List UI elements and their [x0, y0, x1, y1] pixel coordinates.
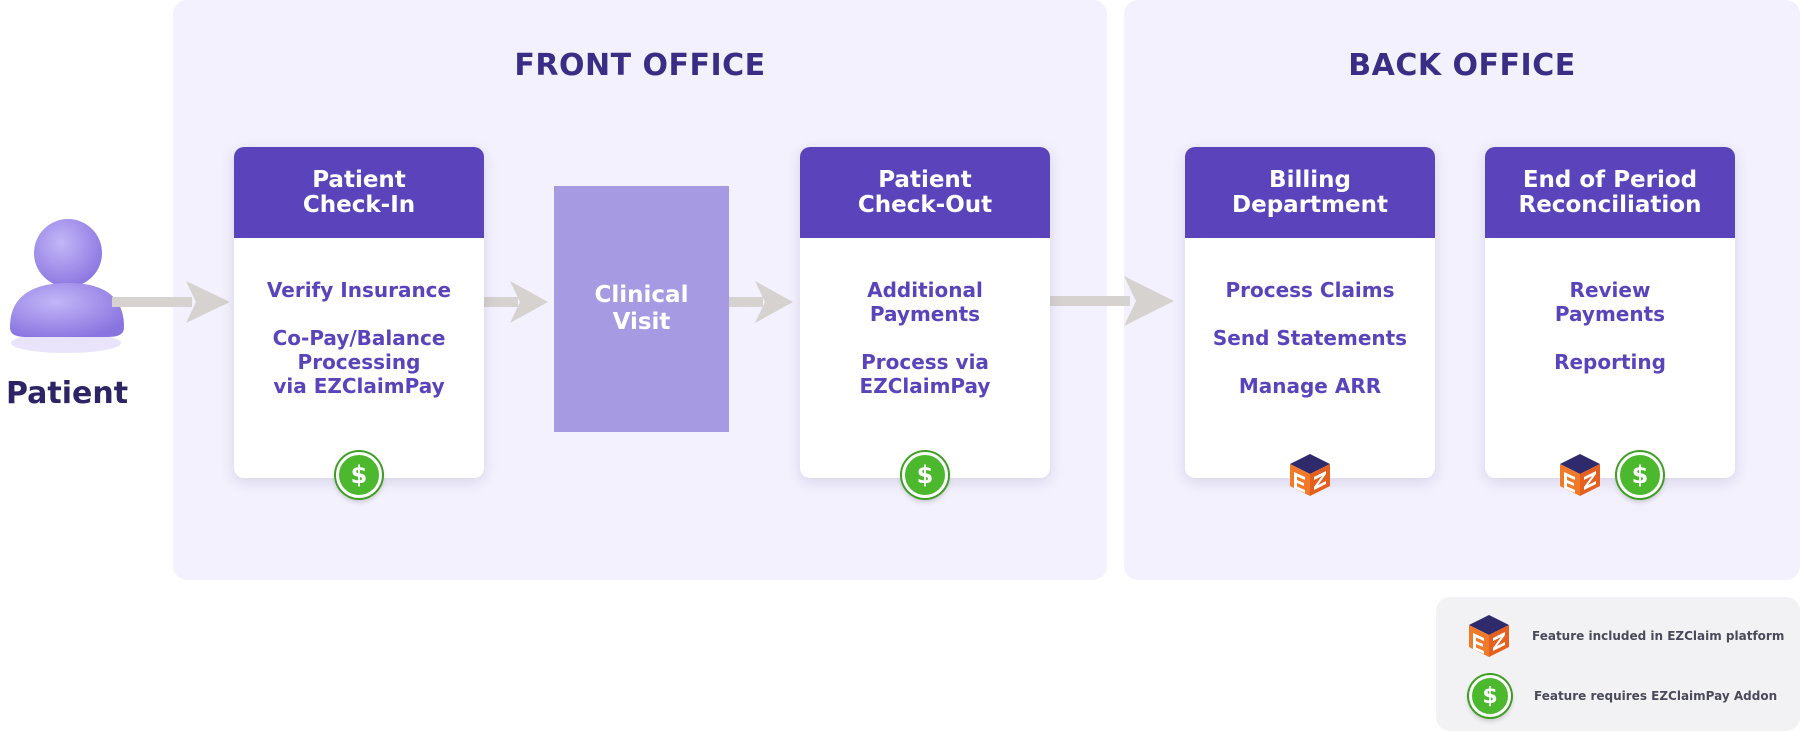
legend-ez-text: Feature included in EZClaim platform — [1532, 629, 1785, 643]
patient-label: Patient — [5, 376, 129, 411]
clinical-visit-box: Clinical Visit — [554, 186, 729, 432]
card-header: Patient Check-In — [234, 147, 484, 238]
card-item-reporting: Reporting — [1554, 350, 1666, 374]
card-header: Patient Check-Out — [800, 147, 1050, 238]
card-item-process-claims: Process Claims — [1225, 278, 1395, 302]
card-item-additional-payments: Additional Payments — [867, 278, 983, 326]
card-item-copay-processing: Co-Pay/Balance Processing via EZClaimPay — [272, 326, 446, 398]
legend-row-ez: Feature included in EZClaim platform — [1466, 613, 1784, 659]
arrow-right-icon — [1050, 276, 1174, 326]
arrow-right-icon — [484, 281, 548, 323]
patient-avatar-icon — [10, 219, 124, 353]
ez-logo-icon — [1469, 615, 1509, 657]
legend: Feature included in EZClaim platform $ F… — [1436, 597, 1800, 731]
back-office-title: BACK OFFICE — [1348, 48, 1576, 83]
dollar-icon: $ — [1617, 452, 1663, 498]
card-item-verify-insurance: Verify Insurance — [266, 278, 452, 302]
card-header: Billing Department — [1185, 147, 1435, 238]
front-office-title: FRONT OFFICE — [514, 48, 766, 83]
patient-checkin-card: Patient Check-In Verify Insurance Co-Pay… — [234, 147, 484, 498]
arrow-right-icon — [112, 281, 230, 323]
legend-row-pay: $ Feature requires EZClaimPay Addon — [1466, 675, 1777, 717]
arrow-right-icon — [729, 281, 793, 323]
dollar-icon: $ — [1469, 675, 1511, 717]
ez-logo-icon — [1560, 454, 1600, 496]
reconciliation-card: End of Period Reconciliation Review Paym… — [1485, 147, 1735, 498]
patient-checkout-card: Patient Check-Out Additional Payments Pr… — [800, 147, 1050, 498]
card-item-send-statements: Send Statements — [1212, 326, 1408, 350]
ez-logo-icon — [1290, 454, 1330, 496]
legend-pay-text: Feature requires EZClaimPay Addon — [1534, 689, 1778, 703]
card-item-manage-arr: Manage ARR — [1238, 374, 1382, 398]
dollar-icon: $ — [902, 452, 948, 498]
dollar-icon: $ — [336, 452, 382, 498]
card-item-process-ezclaimpay: Process via EZClaimPay — [859, 350, 991, 398]
billing-department-card: Billing Department Process Claims Send S… — [1185, 147, 1435, 496]
card-header: End of Period Reconciliation — [1485, 147, 1735, 238]
card-item-review-payments: Review Payments — [1554, 278, 1666, 326]
